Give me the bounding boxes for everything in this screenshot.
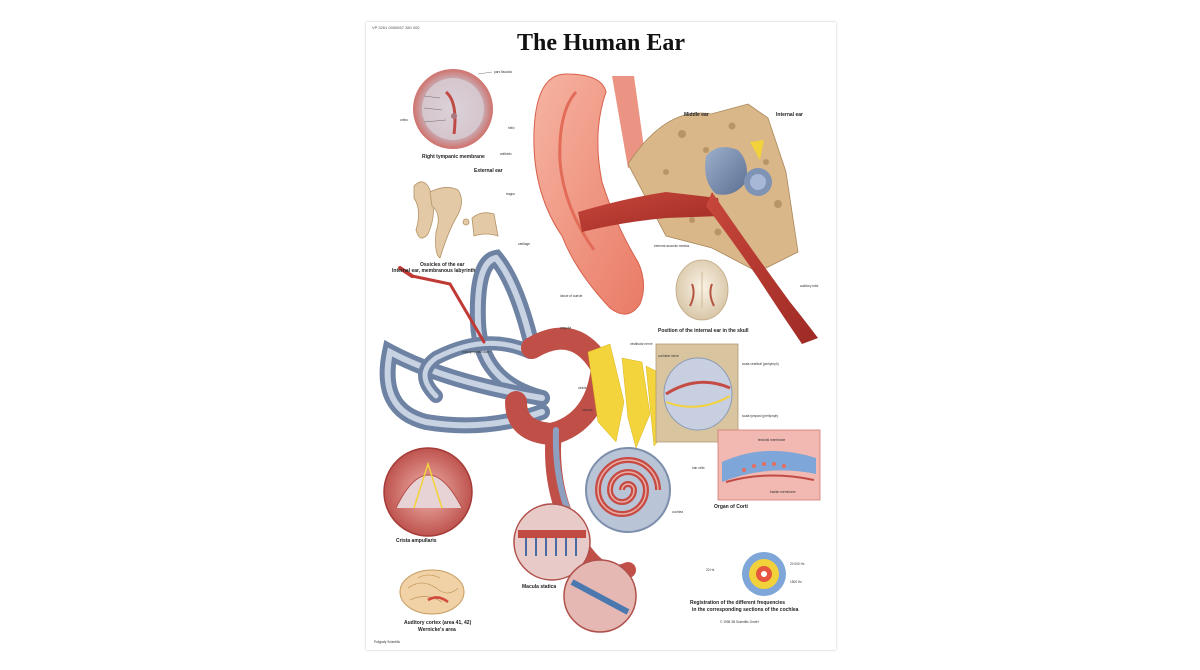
caption-skull-position: Position of the internal ear in the skul… — [658, 328, 749, 334]
caption-crista: Crista ampullaris — [396, 538, 437, 544]
label-ampulla: ampulla — [560, 326, 572, 330]
tympanic-membrane-figure — [413, 69, 493, 149]
macula-figure — [513, 503, 637, 633]
caption-middle-ear: Middle ear — [684, 112, 709, 118]
ossicles-figure — [413, 181, 499, 259]
label-tectorial: tectorial membrane — [758, 438, 786, 442]
caption-frequency-1: Registration of the different frequencie… — [690, 600, 786, 606]
footer-left: Poligrafy Scientific — [374, 640, 401, 644]
caption-external-ear: External ear — [474, 168, 503, 174]
caption-ossicles: Ossicles of the ear — [420, 262, 465, 268]
caption-wernicke: Wernicke's area — [418, 627, 456, 633]
caption-frequency-2: in the corresponding sections of the coc… — [692, 607, 799, 613]
caption-labyrinth: Internal ear, membranous labyrinth — [392, 268, 476, 274]
skull-figure — [675, 259, 729, 321]
label-hair-cells: hair cells — [692, 466, 705, 470]
caption-corti: Organ of Corti — [714, 504, 748, 510]
label-cochlea: cochlea — [672, 510, 683, 514]
label-saccule: saccule — [582, 408, 593, 412]
nerve-figure — [587, 343, 667, 449]
middle-ear-figure — [578, 103, 818, 344]
label-vestibular-nerve: vestibular nerve — [630, 342, 653, 346]
label-ext-meatus: external acoustic meatus — [654, 244, 690, 248]
caption-tympanic: Right tympanic membrane — [422, 154, 485, 160]
external-ear-figure — [533, 73, 646, 315]
label-tragus: tragus — [506, 192, 515, 196]
cochlea-figure — [585, 447, 671, 533]
label-helix: helix — [508, 126, 515, 130]
brain-figure — [399, 569, 465, 615]
label-cochlear-nerve: cochlear nerve — [658, 354, 679, 358]
label-basilar: basilar membrane — [770, 490, 796, 494]
poster-title: The Human Ear — [516, 30, 686, 56]
label-umbo: umbo — [400, 118, 408, 122]
anatomy-illustration — [379, 69, 821, 633]
label-freq-c: 20 Hz — [706, 568, 715, 572]
frequency-spiral-figure — [742, 552, 786, 596]
label-freq-b: 1500 Hz — [790, 580, 802, 584]
caption-internal-ear: Internal ear — [776, 112, 803, 118]
label-lobule: lobule of auricle — [560, 294, 583, 298]
label-antihelix: antihelix — [500, 152, 512, 156]
label-utricle: utricle — [578, 386, 587, 390]
label-pars-flaccida: pars flaccida — [494, 70, 512, 74]
publisher: © 1998 3B Scientific GmbH — [720, 620, 759, 624]
ear-poster: VP 3261 0000657 280 000 The Human Ear — [366, 22, 836, 650]
label-endolymphatic-duct: endolymphatic duct — [462, 350, 490, 354]
label-cartilage: cartilage — [518, 242, 531, 246]
caption-macula: Macula statica — [522, 584, 557, 590]
label-scala-vestibuli: scala vestibuli (perilymph) — [742, 362, 779, 366]
cochlea-section-figure — [655, 343, 739, 443]
label-eustachian: auditory tube — [800, 284, 819, 288]
label-freq-a: 20 000 Hz — [790, 562, 805, 566]
label-scala-tympani: scala tympani (perilymph) — [742, 414, 779, 418]
caption-auditory-cortex: Auditory cortex (area 41, 42) — [404, 620, 472, 626]
poster-code: VP 3261 0000657 280 000 — [372, 25, 420, 30]
crista-figure — [383, 447, 473, 537]
organ-of-corti-figure — [717, 429, 821, 501]
